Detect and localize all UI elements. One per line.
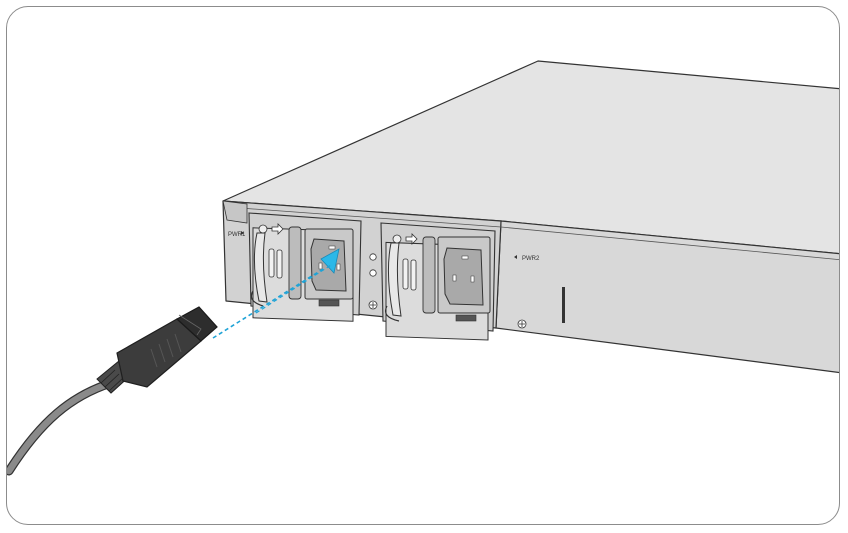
led-indicator-icon (369, 253, 377, 261)
power-cable-outline (7, 378, 116, 476)
plug-arrow-icon-2 (405, 233, 418, 245)
insert-direction-arrow-icon (320, 248, 340, 274)
power-plug (96, 306, 218, 394)
pwr1-arrow-icon (241, 231, 244, 235)
psu-1 (248, 212, 362, 322)
chassis-corner (222, 200, 248, 224)
pwr2-label: PWR2 (522, 256, 540, 262)
power-connection-illustration: PWR1 (7, 60, 839, 476)
power-cable (7, 379, 115, 475)
screw-icon (258, 224, 268, 234)
plug-arrow-icon (271, 223, 284, 235)
guide-line (212, 268, 324, 339)
chassis-trim-right (500, 226, 839, 261)
side-slot (562, 287, 565, 323)
psu-2-ac-inlet (443, 247, 484, 306)
screw-icon-2 (392, 234, 402, 244)
pwr1-label: PWR1 (228, 232, 246, 238)
guide-line-2 (255, 264, 332, 314)
chassis-trim (225, 206, 502, 228)
led-indicator-icon-2 (369, 269, 377, 277)
illustration-frame: PWR1 (6, 6, 840, 525)
psu-2 (380, 222, 496, 341)
pwr2-arrow-icon (514, 255, 517, 259)
